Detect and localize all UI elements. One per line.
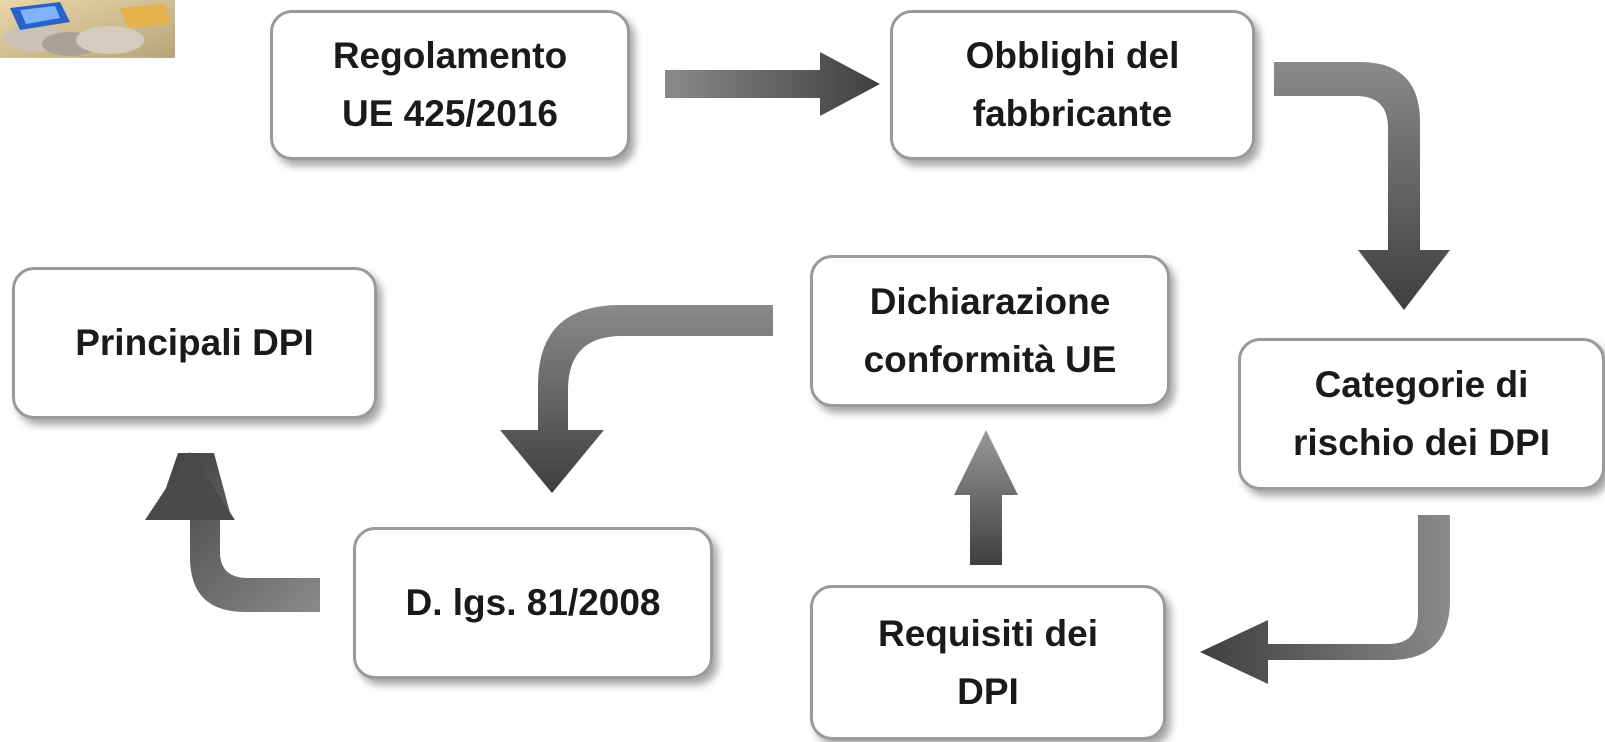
arrow-categorie-to-requisiti	[1200, 515, 1450, 684]
node-dichiarazione-conformita[interactable]: Dichiarazione conformità UE	[810, 255, 1170, 407]
arrow-dichiarazione-to-dlgs	[500, 305, 773, 493]
node-obblighi-fabbricante[interactable]: Obblighi del fabbricante	[890, 10, 1255, 160]
safety-equipment-photo-icon	[0, 0, 190, 80]
node-dlgs-line-1: D. lgs. 81/2008	[405, 582, 661, 623]
node-dichiarazione-line-1: Dichiarazione	[869, 281, 1111, 322]
arrow-obblighi-to-categorie	[1274, 62, 1450, 310]
node-obblighi-line-2: fabbricante	[972, 93, 1173, 134]
node-requisiti-line-1: Requisiti dei	[878, 612, 1098, 654]
arrow-requisiti-to-dichiarazione	[954, 430, 1018, 565]
node-regolamento-ue[interactable]: Regolamento UE 425/2016	[270, 10, 630, 160]
node-requisiti-line-2: DPI	[957, 670, 1019, 712]
node-dichiarazione-line-2: conformità UE	[863, 339, 1117, 380]
arrow-regolamento-to-obblighi	[665, 52, 880, 116]
node-categorie-line-2: rischio dei DPI	[1292, 422, 1550, 463]
arrow-dlgs-to-principali	[145, 452, 320, 612]
node-principali-dpi[interactable]: Principali DPI	[12, 267, 377, 419]
node-principali-line-1: Principali DPI	[75, 322, 314, 363]
node-regolamento-line-1: Regolamento	[332, 35, 568, 76]
node-dlgs-81-2008[interactable]: D. lgs. 81/2008	[353, 527, 713, 679]
node-regolamento-line-2: UE 425/2016	[341, 93, 558, 134]
node-obblighi-line-1: Obblighi del	[965, 35, 1180, 76]
node-categorie-line-1: Categorie di	[1314, 364, 1529, 405]
node-categorie-rischio[interactable]: Categorie di rischio dei DPI	[1238, 338, 1605, 490]
node-requisiti-dpi[interactable]: Requisiti dei DPI	[810, 585, 1166, 740]
